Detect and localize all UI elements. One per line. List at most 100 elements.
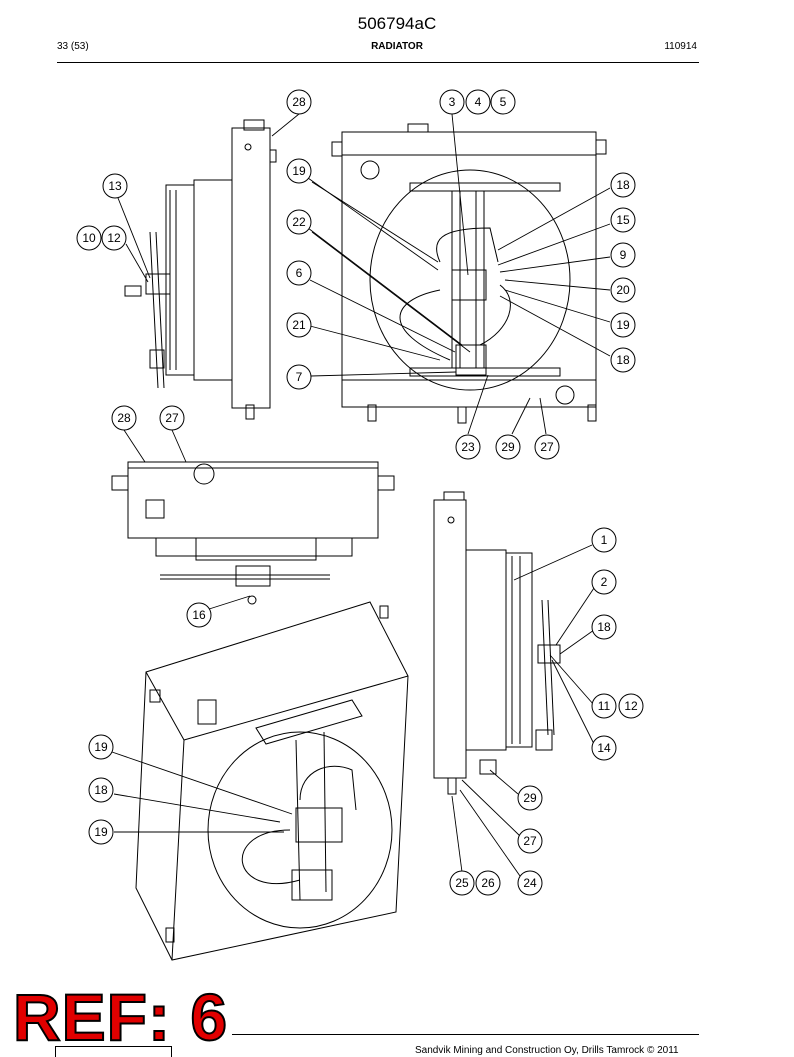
reference-stamp: REF: 6 bbox=[12, 980, 229, 1054]
callout-circle bbox=[517, 870, 543, 896]
callout-number: 1 bbox=[601, 533, 608, 547]
callout-29: 29 bbox=[517, 785, 543, 811]
callout-20: 20 bbox=[610, 277, 636, 303]
callout-circle bbox=[591, 735, 617, 761]
callout-number: 28 bbox=[117, 411, 131, 425]
callout-circle bbox=[159, 405, 185, 431]
callout-circle bbox=[455, 434, 481, 460]
callout-18: 18 bbox=[610, 347, 636, 373]
callout-26: 26 bbox=[475, 870, 501, 896]
callout-circle bbox=[591, 614, 617, 640]
callout-number: 27 bbox=[165, 411, 179, 425]
callout-circle bbox=[88, 734, 114, 760]
callout-18: 18 bbox=[591, 614, 617, 640]
callout-circle bbox=[449, 870, 475, 896]
callout-number: 15 bbox=[616, 213, 630, 227]
callout-circle bbox=[439, 89, 465, 115]
callout-14: 14 bbox=[591, 735, 617, 761]
callout-23: 23 bbox=[455, 434, 481, 460]
callout-circle bbox=[610, 277, 636, 303]
callout-10: 10 bbox=[76, 225, 102, 251]
callout-16: 16 bbox=[186, 602, 212, 628]
callout-12: 12 bbox=[618, 693, 644, 719]
callout-circle bbox=[591, 569, 617, 595]
top-view-middle bbox=[111, 461, 395, 605]
callout-18: 18 bbox=[610, 172, 636, 198]
callout-25: 25 bbox=[449, 870, 475, 896]
callout-number: 27 bbox=[540, 440, 554, 454]
header-rule bbox=[57, 62, 699, 63]
callout-circle bbox=[475, 870, 501, 896]
callout-circle bbox=[286, 89, 312, 115]
callout-2: 2 bbox=[591, 569, 617, 595]
callout-circle bbox=[517, 828, 543, 854]
callout-15: 15 bbox=[610, 207, 636, 233]
callout-circle bbox=[610, 207, 636, 233]
callout-19: 19 bbox=[88, 819, 114, 845]
callout-28: 28 bbox=[111, 405, 137, 431]
callout-number: 19 bbox=[616, 318, 630, 332]
callout-circle bbox=[465, 89, 491, 115]
callout-circle bbox=[286, 209, 312, 235]
callout-number: 29 bbox=[501, 440, 515, 454]
callout-circle bbox=[610, 172, 636, 198]
callout-13: 13 bbox=[102, 173, 128, 199]
callout-circle bbox=[88, 819, 114, 845]
callout-27: 27 bbox=[534, 434, 560, 460]
callout-number: 11 bbox=[598, 699, 611, 713]
callout-number: 18 bbox=[616, 353, 630, 367]
callout-number: 29 bbox=[523, 791, 537, 805]
callout-5: 5 bbox=[490, 89, 516, 115]
callout-number: 7 bbox=[296, 370, 303, 384]
callout-19: 19 bbox=[610, 312, 636, 338]
callout-circle bbox=[286, 312, 312, 338]
document-id: 506794aC bbox=[357, 14, 437, 33]
callout-number: 2 bbox=[601, 575, 608, 589]
callout-number: 3 bbox=[449, 95, 456, 109]
leader-lines bbox=[111, 113, 611, 877]
callout-number: 5 bbox=[500, 95, 507, 109]
callout-circle bbox=[517, 785, 543, 811]
callout-1: 1 bbox=[591, 527, 617, 553]
callout-number: 19 bbox=[94, 825, 108, 839]
callout-9: 9 bbox=[610, 242, 636, 268]
callout-29: 29 bbox=[495, 434, 521, 460]
callout-7: 7 bbox=[286, 364, 312, 390]
callout-number: 12 bbox=[107, 231, 121, 245]
callout-number: 4 bbox=[475, 95, 482, 109]
callout-number: 18 bbox=[597, 620, 611, 634]
side-view-top bbox=[124, 119, 277, 420]
callout-18: 18 bbox=[88, 777, 114, 803]
callout-number: 9 bbox=[620, 248, 627, 262]
callout-circle bbox=[101, 225, 127, 251]
callout-circle bbox=[591, 527, 617, 553]
callout-circle bbox=[610, 347, 636, 373]
callout-number: 14 bbox=[597, 741, 611, 755]
callout-number: 18 bbox=[94, 783, 108, 797]
callout-circle bbox=[610, 242, 636, 268]
manufacturer-logo bbox=[55, 1046, 172, 1057]
callout-number: 22 bbox=[292, 215, 306, 229]
callout-circle bbox=[618, 693, 644, 719]
page-number: 33 (53) bbox=[57, 41, 89, 52]
callout-number: 6 bbox=[296, 266, 303, 280]
callout-number: 26 bbox=[481, 876, 495, 890]
callout-19: 19 bbox=[286, 158, 312, 184]
callout-19: 19 bbox=[88, 734, 114, 760]
callout-27: 27 bbox=[159, 405, 185, 431]
callout-number: 20 bbox=[616, 283, 630, 297]
callout-circle bbox=[490, 89, 516, 115]
callout-number: 19 bbox=[292, 164, 306, 178]
footer-copyright: Sandvik Mining and Construction Oy, Dril… bbox=[415, 1045, 679, 1056]
callout-circle bbox=[76, 225, 102, 251]
callout-circle bbox=[102, 173, 128, 199]
callout-21: 21 bbox=[286, 312, 312, 338]
callout-27: 27 bbox=[517, 828, 543, 854]
callout-number: 13 bbox=[108, 179, 122, 193]
callout-number: 21 bbox=[292, 318, 306, 332]
isometric-view bbox=[135, 601, 409, 961]
callout-number: 27 bbox=[523, 834, 537, 848]
callout-circle bbox=[286, 260, 312, 286]
callout-number: 28 bbox=[292, 95, 306, 109]
